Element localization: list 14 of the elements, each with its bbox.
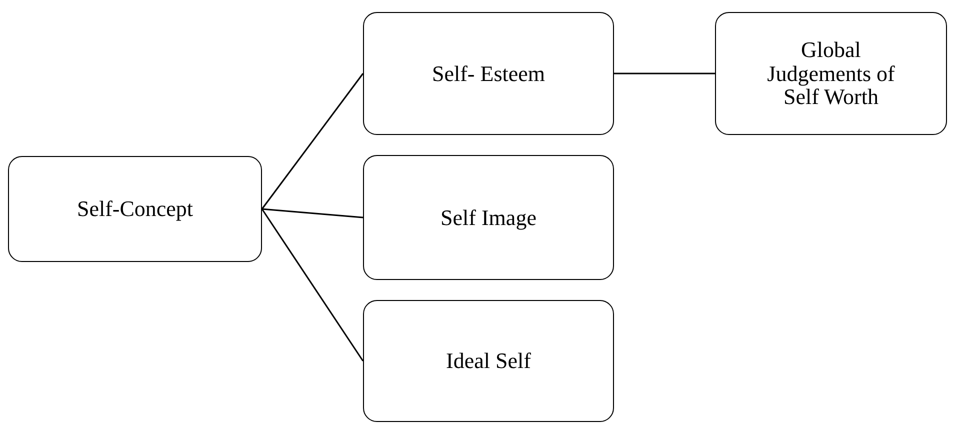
concept-box (363, 155, 614, 280)
node-label: Self-Concept (76, 197, 194, 221)
concept-box (715, 12, 947, 135)
concept-box (363, 12, 614, 135)
concept-box (363, 300, 614, 422)
connector-line (262, 208, 364, 218)
node-label: Self Image (440, 206, 536, 230)
concept-box (8, 156, 262, 262)
connector-line (261, 208, 364, 362)
connector-line (261, 73, 364, 210)
node-label: Self- Esteem (432, 62, 546, 86)
node-label: Ideal Self (446, 349, 531, 373)
connector-line (614, 72, 715, 74)
node-label: Global Judgements of Self Worth (766, 38, 896, 110)
